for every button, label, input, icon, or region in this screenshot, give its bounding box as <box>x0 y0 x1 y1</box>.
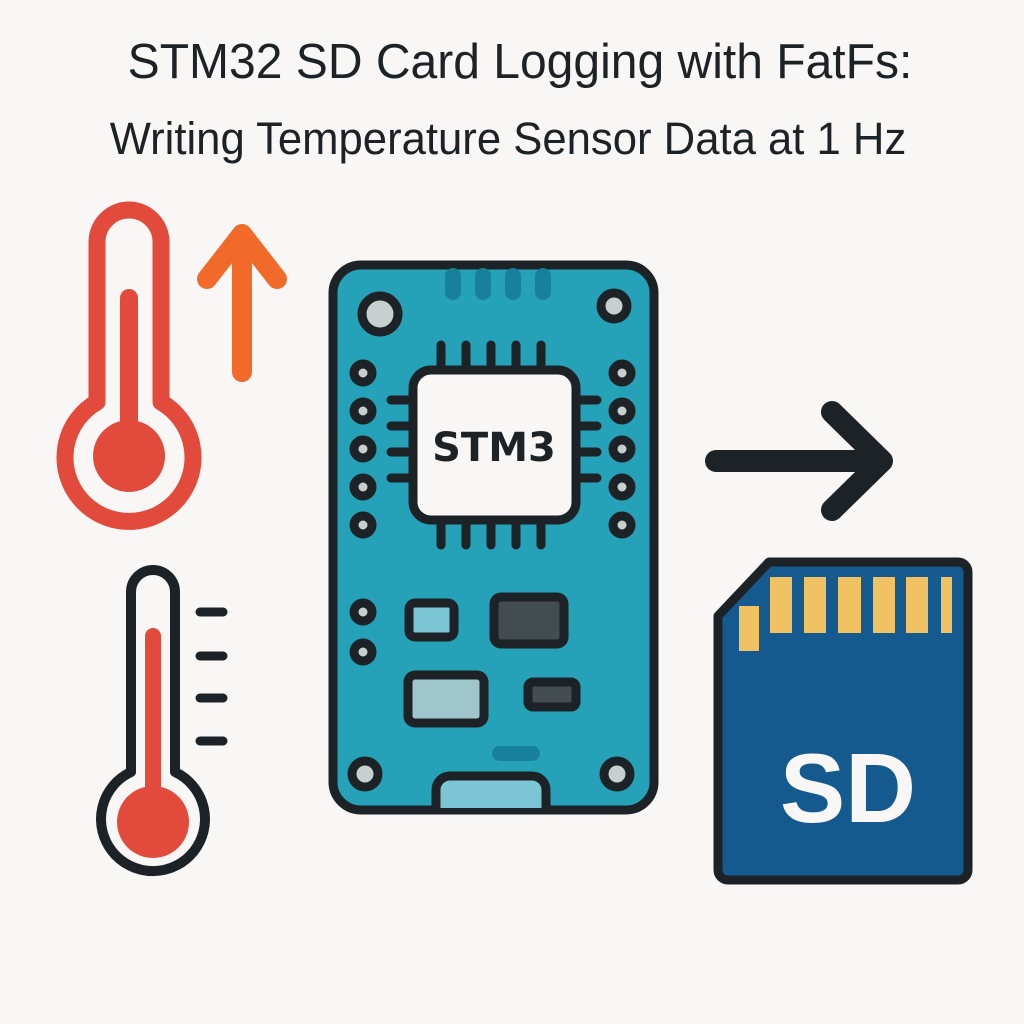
arrow-up-icon <box>197 224 287 382</box>
sd-card-contacts <box>739 577 952 651</box>
arrow-right-icon <box>705 401 893 521</box>
thermometer-icon <box>56 201 202 530</box>
stm32-board-icon: STM3 <box>328 260 659 815</box>
title-line-2: Writing Temperature Sensor Data at 1 Hz <box>109 113 907 164</box>
sd-label: SD <box>780 733 916 843</box>
title-line-1: STM32 SD Card Logging with FatFs: <box>127 35 913 89</box>
thermometer-with-scale-icon <box>96 565 228 877</box>
sd-card-icon: SD <box>713 557 973 885</box>
chip-label: STM3 <box>432 425 556 471</box>
